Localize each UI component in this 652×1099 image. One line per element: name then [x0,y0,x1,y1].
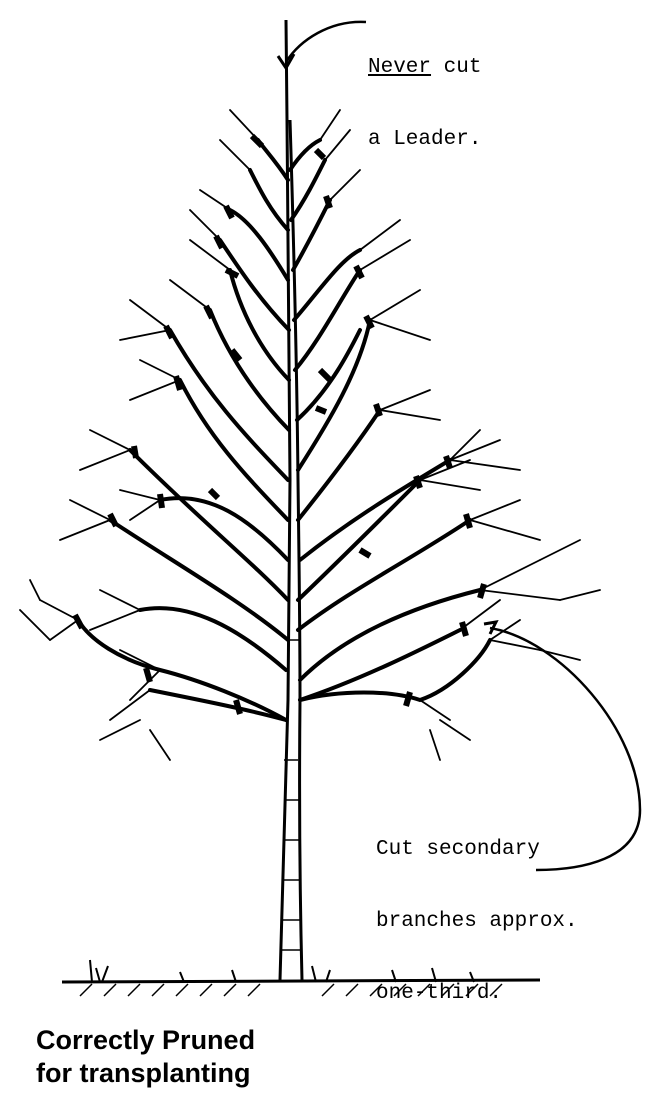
secondary-line1: Cut secondary [376,838,578,862]
secondary-line2: branches approx. [376,910,578,934]
caption-line1: Correctly Pruned [36,1024,255,1057]
caption: Correctly Pruned for transplanting [36,1024,255,1090]
leader-rest: cut [431,56,481,79]
leader-emphasis: Never [368,56,431,79]
secondary-line3: one-third. [376,982,578,1006]
leader-line2: a Leader. [368,128,481,152]
tree-twigs [20,110,600,760]
caption-line2: for transplanting [36,1057,255,1090]
tree-branches [78,140,490,720]
secondary-annotation: Cut secondary branches approx. one-third… [376,790,578,1030]
tree-trunk [280,20,302,980]
leader-arrow [278,22,366,68]
leader-annotation: Never cut a Leader. [368,8,481,176]
